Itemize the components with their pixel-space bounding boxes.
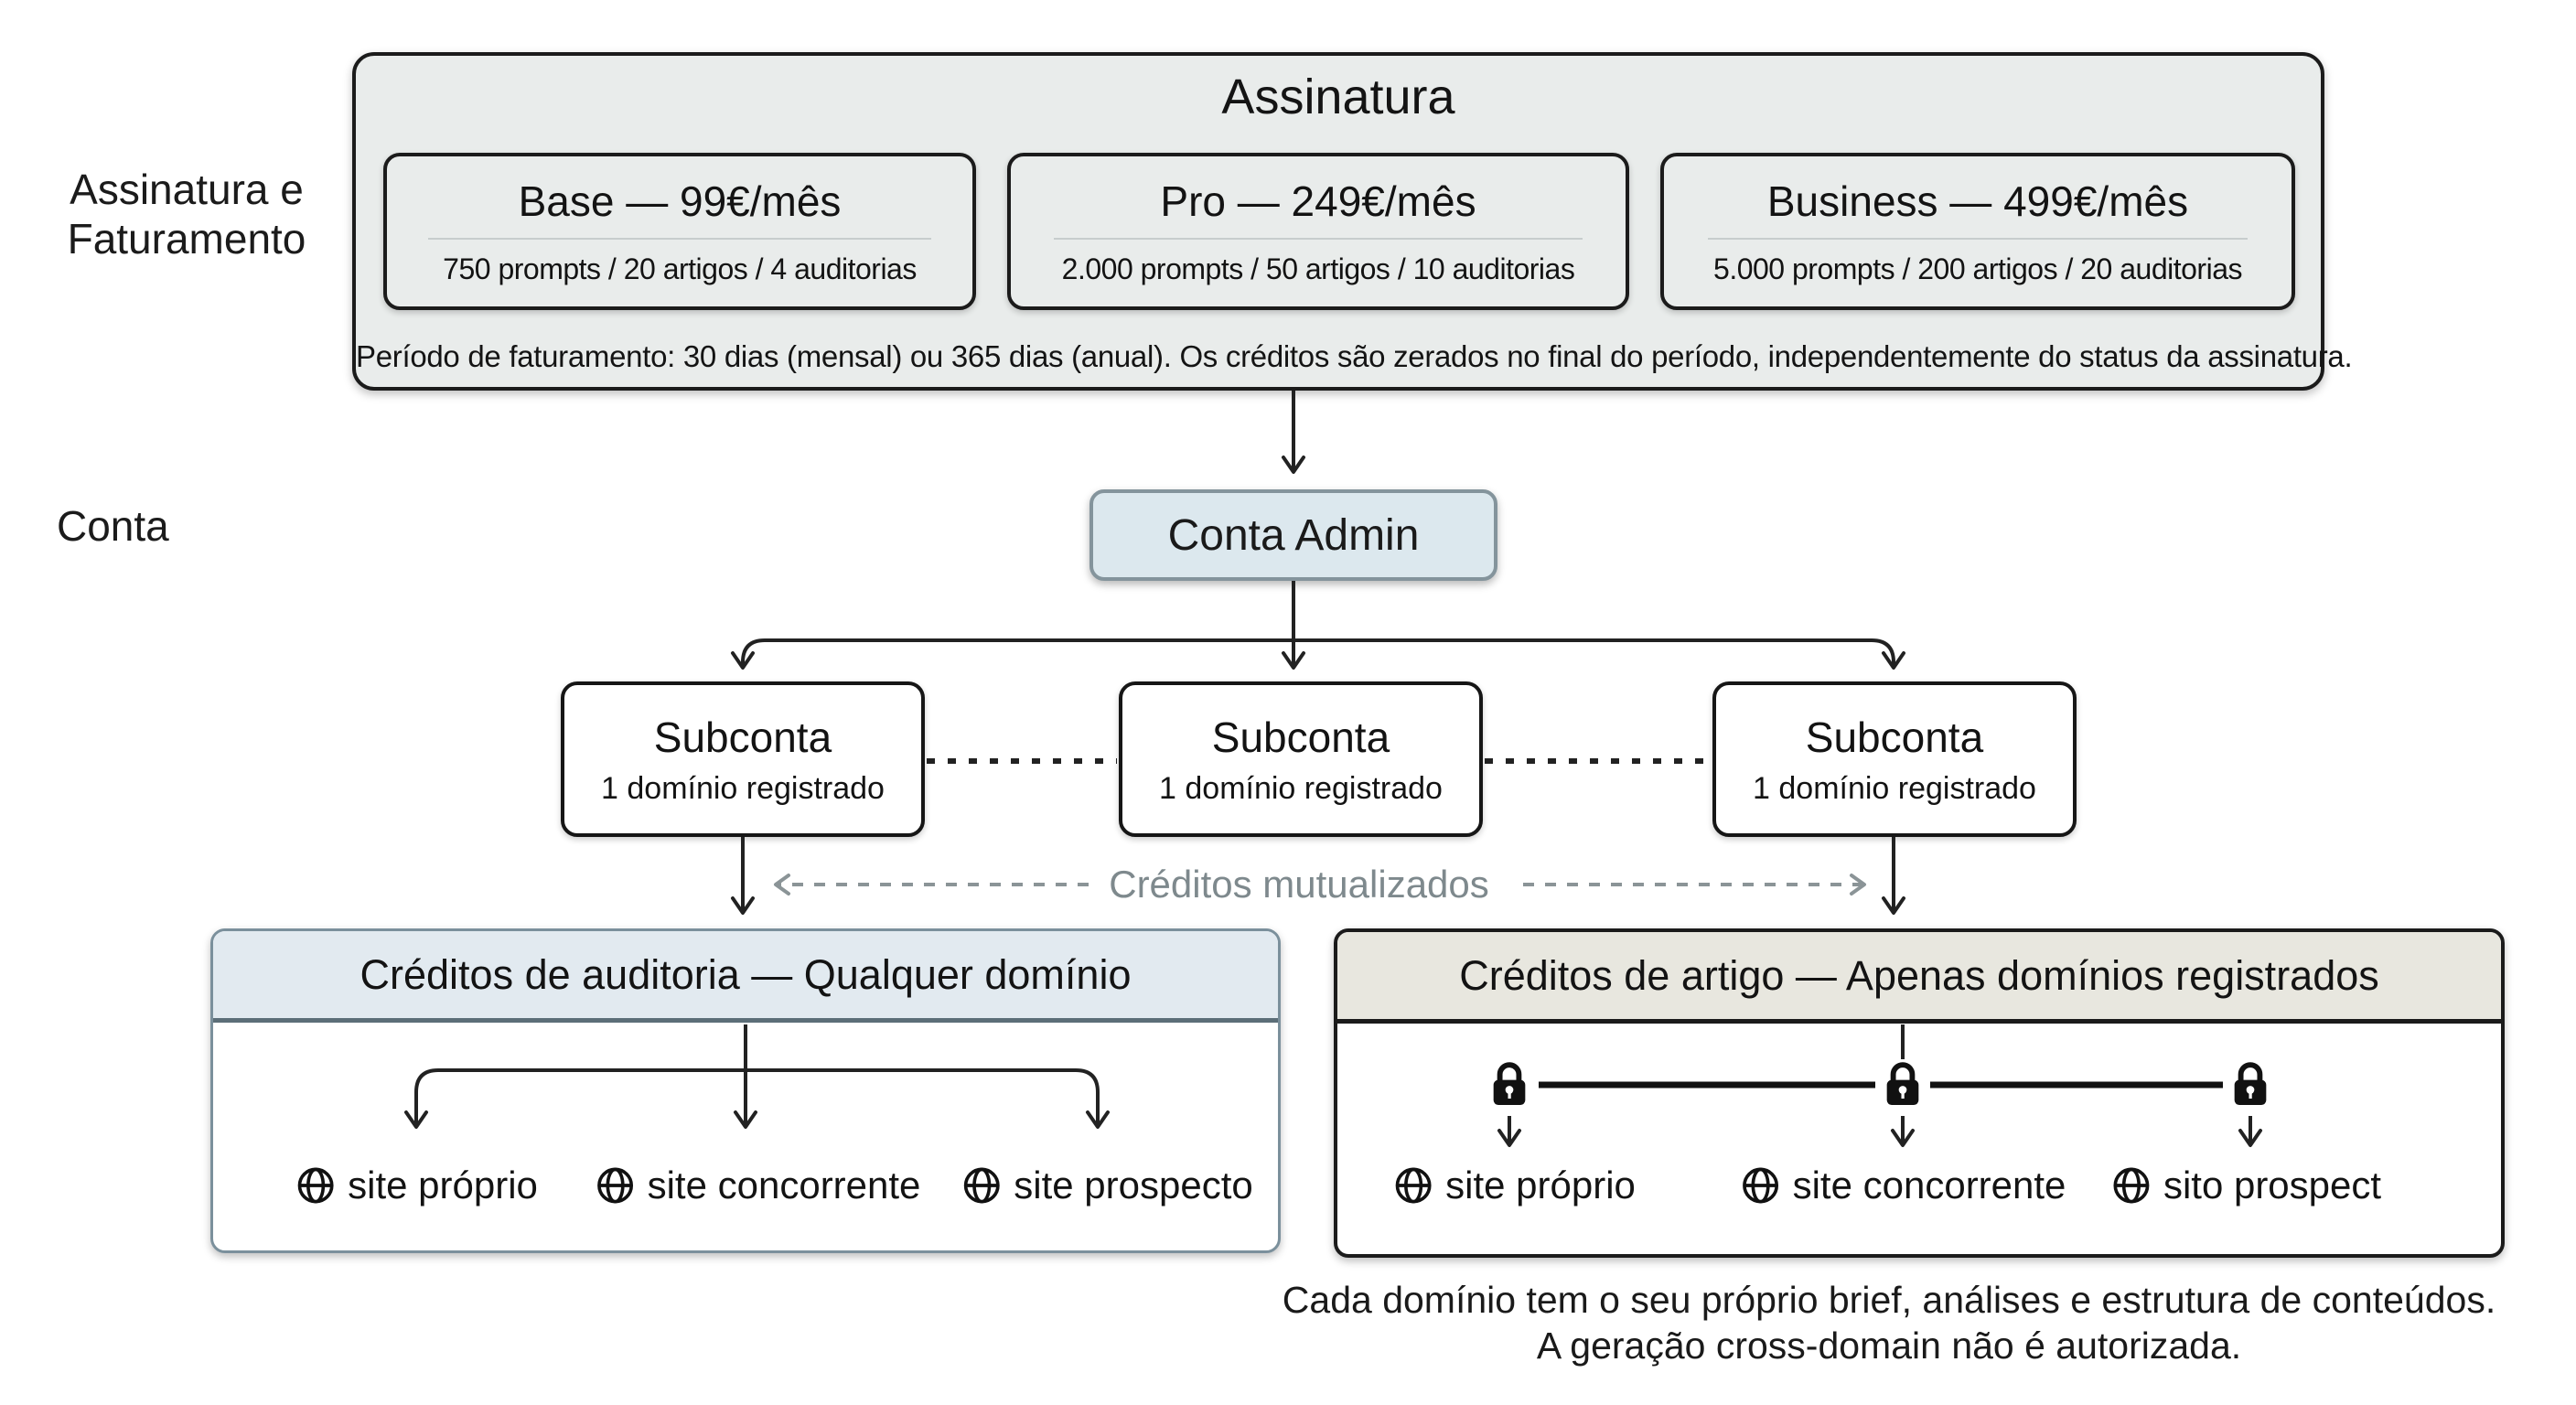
subaccount-node-1: Subconta 1 domínio registrado — [561, 681, 925, 837]
footnote-line2: A geração cross-domain não é autorizada. — [1536, 1325, 2242, 1367]
plan-name: Pro — 249€/mês — [1160, 177, 1476, 225]
subaccount-subtitle: 1 domínio registrado — [601, 770, 885, 806]
audit-credits-header: Créditos de auditoria — Qualquer domínio — [213, 931, 1278, 1023]
article-leaf-own-site: site próprio — [1392, 1164, 1636, 1207]
lock-icon — [2227, 1056, 2274, 1111]
section-label-line1: Assinatura e — [70, 166, 304, 213]
subscription-title: Assinatura — [1221, 70, 1455, 124]
cross-domain-footnote: Cada domínio tem o seu próprio brief, an… — [1283, 1277, 2496, 1368]
section-label-account: Conta — [57, 502, 169, 550]
article-credits-title: Créditos de artigo — Apenas domínios reg… — [1459, 951, 2379, 999]
plan-card-pro: Pro — 249€/mês 2.000 prompts / 50 artigo… — [1007, 153, 1629, 310]
globe-icon — [963, 1167, 1000, 1204]
plan-credits: 750 prompts / 20 artigos / 4 auditorias — [443, 252, 917, 285]
section-label-line2: Faturamento — [67, 215, 306, 263]
branch-admin-left — [731, 638, 1293, 670]
article-credits-header: Créditos de artigo — Apenas domínios reg… — [1337, 932, 2501, 1024]
audit-leaf-competitor-site: site concorrente — [595, 1164, 921, 1207]
audit-leaf-own-site: site próprio — [295, 1164, 538, 1207]
lock-icon — [1879, 1056, 1927, 1111]
subaccount-node-2: Subconta 1 domínio registrado — [1119, 681, 1483, 837]
article-leaf-prospect-site: sito prospect — [2110, 1164, 2381, 1207]
globe-icon — [597, 1167, 634, 1204]
site-label: site prospecto — [1014, 1164, 1253, 1207]
site-label: site próprio — [348, 1164, 538, 1207]
globe-icon — [1743, 1167, 1779, 1204]
globe-icon — [1395, 1167, 1432, 1204]
site-label: site concorrente — [647, 1164, 921, 1207]
lock-icon — [1486, 1056, 1533, 1111]
plan-credits: 2.000 prompts / 50 artigos / 10 auditori… — [1061, 252, 1575, 285]
site-label: site próprio — [1445, 1164, 1636, 1207]
plan-card-base: Base — 99€/mês 750 prompts / 20 artigos … — [383, 153, 976, 310]
footnote-line1: Cada domínio tem o seu próprio brief, an… — [1282, 1279, 2496, 1321]
globe-icon — [2113, 1167, 2150, 1204]
billing-period-note: Período de faturamento: 30 dias (mensal)… — [356, 339, 2353, 373]
globe-icon — [297, 1167, 334, 1204]
plan-credits: 5.000 prompts / 200 artigos / 20 auditor… — [1713, 252, 2242, 285]
subaccount-title: Subconta — [1805, 713, 1984, 761]
subaccount-title: Subconta — [1211, 713, 1390, 761]
site-label: site concorrente — [1792, 1164, 2066, 1207]
audit-credits-box: Créditos de auditoria — Qualquer domínio — [210, 928, 1281, 1253]
section-label-subscription-billing: Assinatura e Faturamento — [33, 165, 340, 264]
site-label: sito prospect — [2163, 1164, 2382, 1207]
plan-divider — [427, 238, 932, 240]
subaccount-subtitle: 1 domínio registrado — [1159, 770, 1443, 806]
subscription-container: Assinatura Base — 99€/mês 750 prompts / … — [352, 52, 2353, 391]
plan-divider — [1054, 238, 1583, 240]
plan-name: Base — 99€/mês — [518, 177, 842, 225]
mutualized-credits-label: Créditos mutualizados — [1109, 863, 1489, 906]
admin-account-node: Conta Admin — [1089, 489, 1497, 581]
article-leaf-competitor-site: site concorrente — [1740, 1164, 2066, 1207]
branch-admin-right — [1293, 638, 1905, 670]
subaccount-node-3: Subconta 1 domínio registrado — [1712, 681, 2077, 837]
plan-name: Business — 499€/mês — [1766, 177, 2189, 225]
subaccount-title: Subconta — [653, 713, 832, 761]
article-credits-box: Créditos de artigo — Apenas domínios reg… — [1334, 928, 2505, 1258]
audit-credits-title: Créditos de auditoria — Qualquer domínio — [360, 950, 1132, 998]
plan-card-business: Business — 499€/mês 5.000 prompts / 200 … — [1660, 153, 2295, 310]
audit-leaf-prospect-site: site prospecto — [961, 1164, 1253, 1207]
plan-divider — [1708, 238, 2248, 240]
subaccount-subtitle: 1 domínio registrado — [1753, 770, 2036, 806]
